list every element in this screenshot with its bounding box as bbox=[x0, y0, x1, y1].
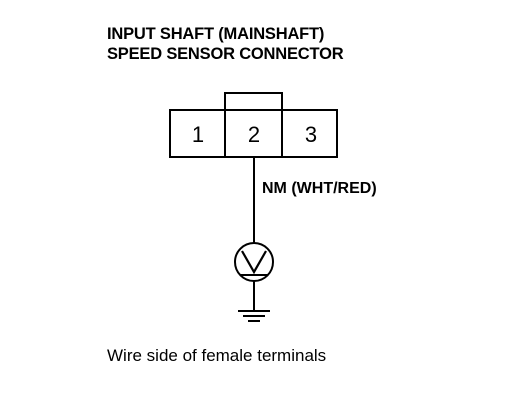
caption: Wire side of female terminals bbox=[107, 346, 327, 365]
connector-latch bbox=[224, 92, 283, 111]
pin-3-label: 3 bbox=[305, 122, 317, 147]
pin-2-label: 2 bbox=[248, 122, 260, 147]
diagram-title: INPUT SHAFT (MAINSHAFT) SPEED SENSOR CON… bbox=[107, 24, 344, 64]
ground-icon bbox=[238, 310, 270, 322]
wire-label: NM (WHT/RED) bbox=[262, 180, 377, 197]
pin-1-label: 1 bbox=[192, 122, 204, 147]
connector-body bbox=[169, 109, 338, 158]
voltmeter-icon bbox=[234, 242, 274, 282]
title-line-2: SPEED SENSOR CONNECTOR bbox=[107, 45, 344, 63]
connector: 1 2 3 bbox=[169, 109, 338, 158]
title-line-1: INPUT SHAFT (MAINSHAFT) bbox=[107, 25, 325, 43]
